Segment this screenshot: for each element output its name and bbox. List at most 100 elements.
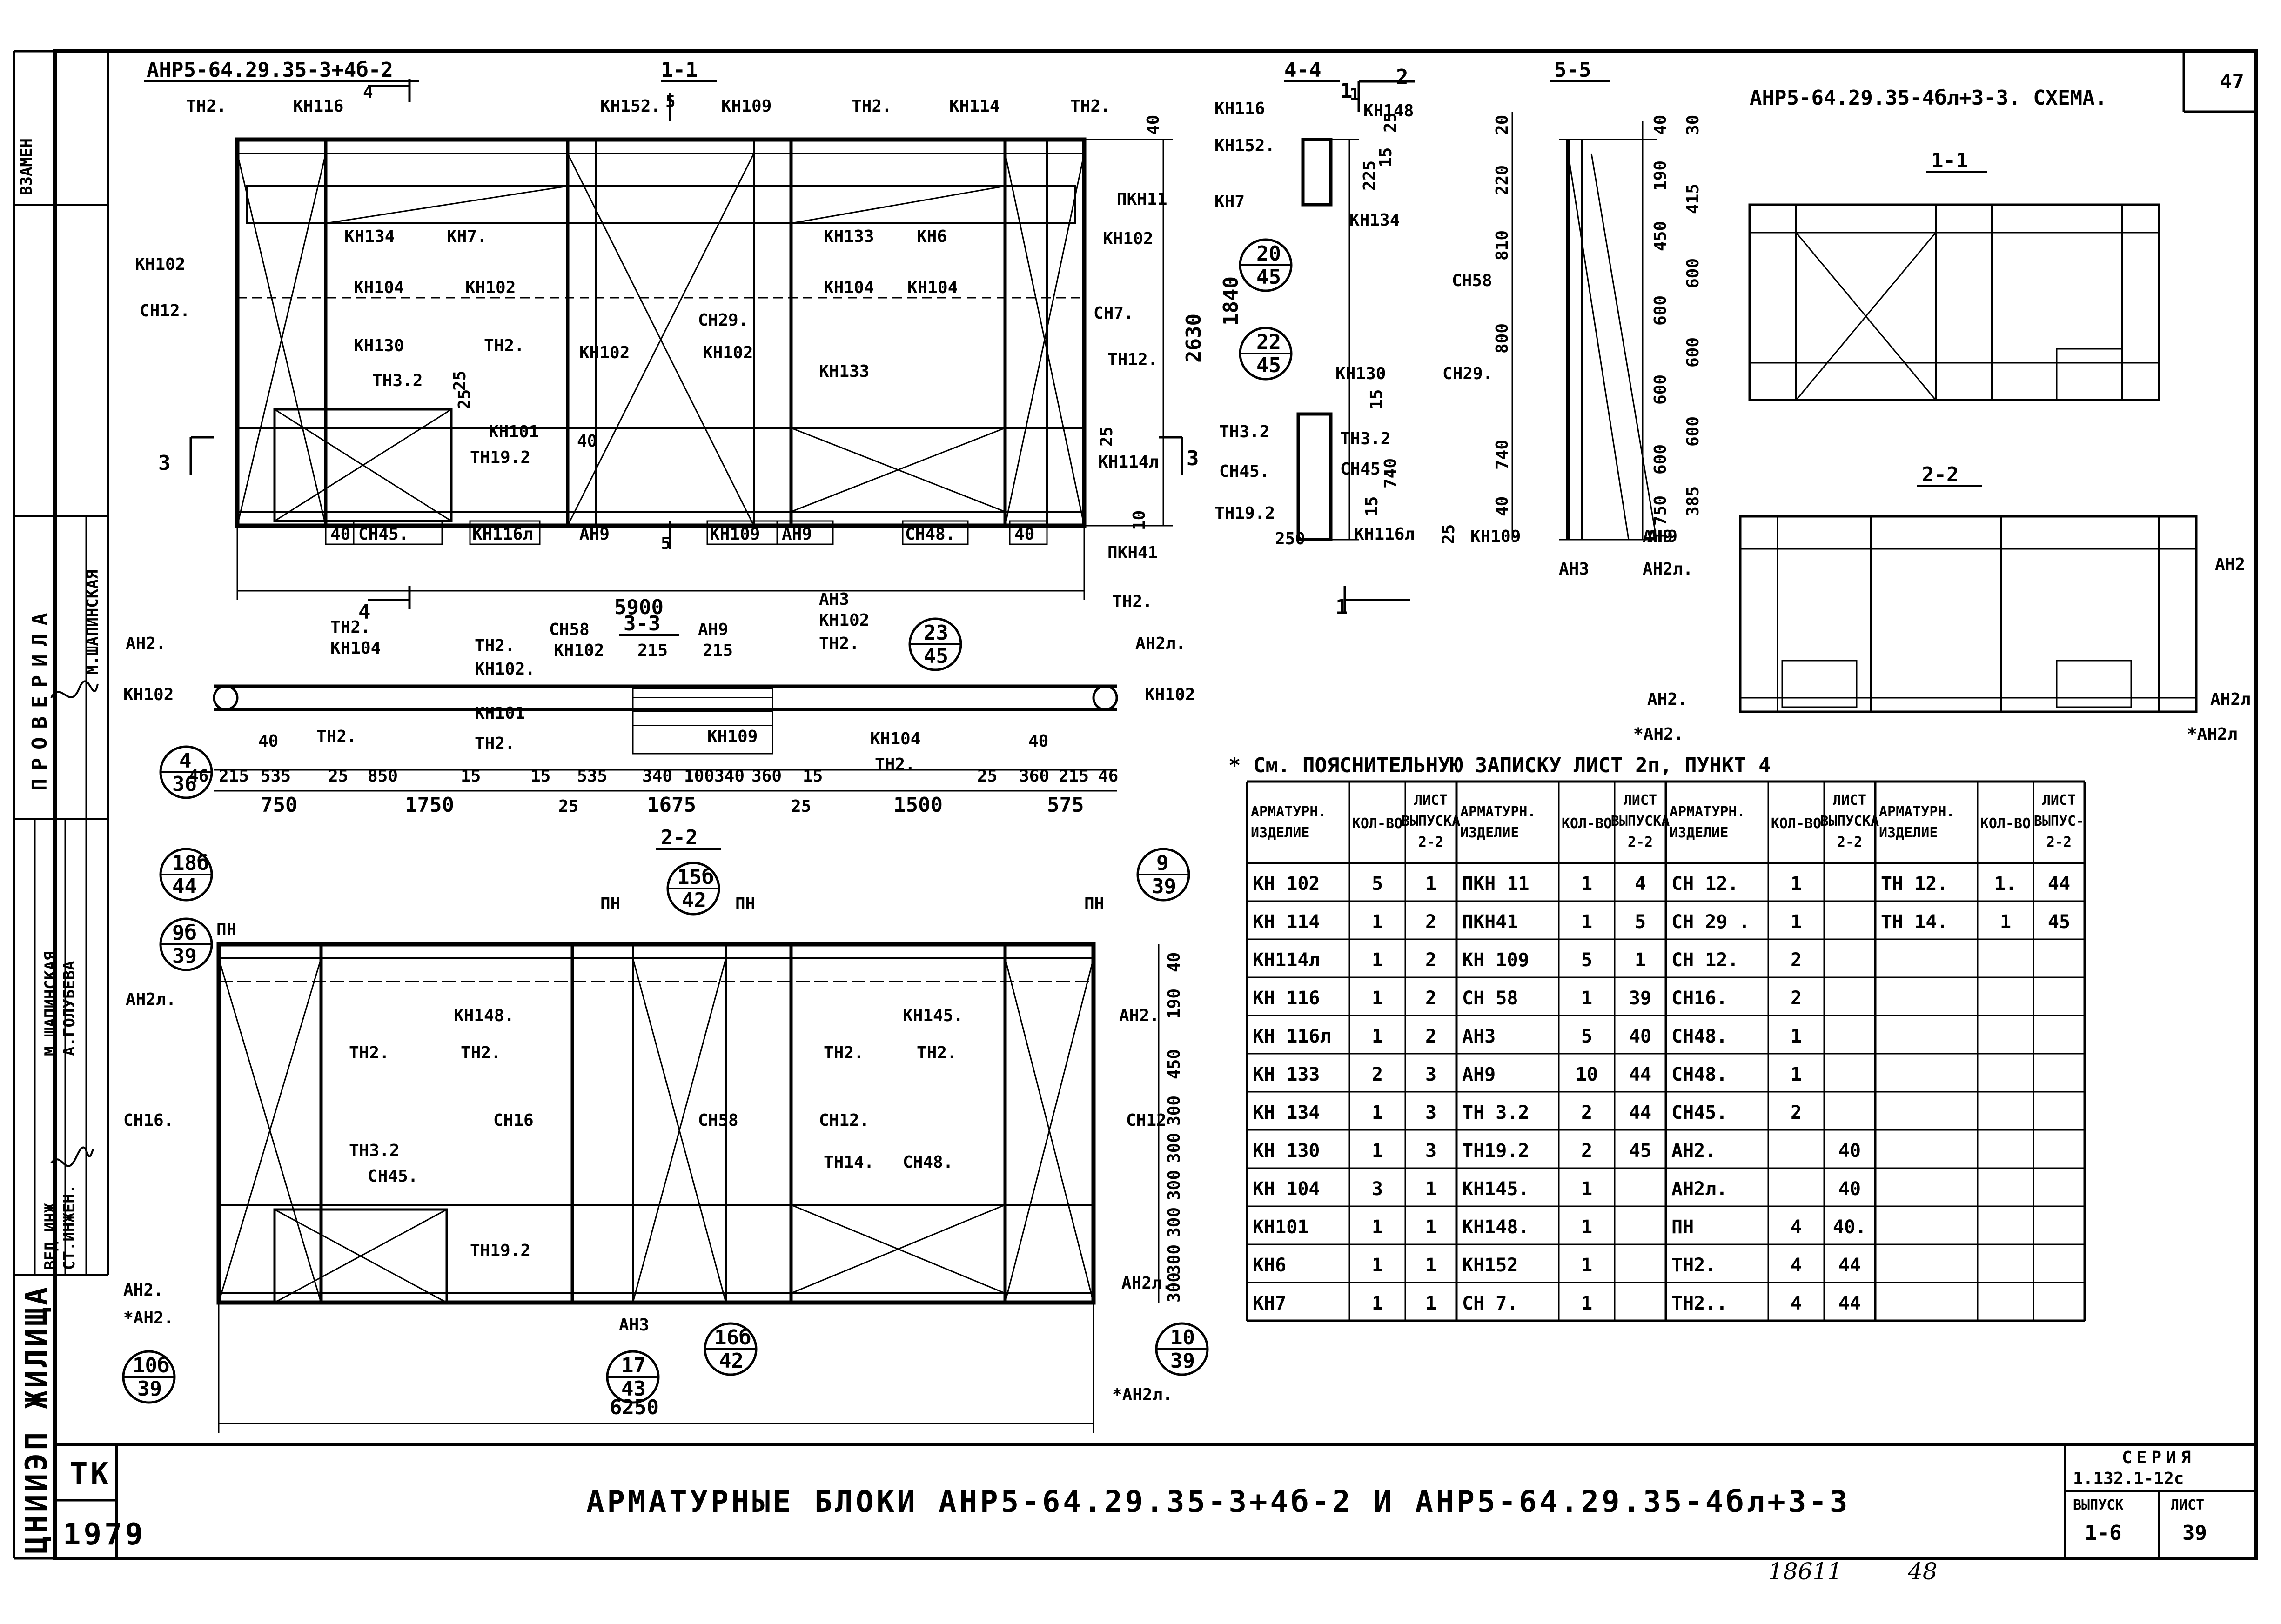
plan-dim-15-a: 15 — [461, 767, 481, 786]
schema-title: АНР5-64.29.35-4бл+3-3. СХЕМА. — [1750, 86, 2107, 110]
table-header-sheet-0: ЛИСТ — [1414, 792, 1448, 809]
plan-dim-46-b: 46 — [1098, 767, 1118, 786]
table-cell-qty-7-0: 1 — [1372, 1140, 1383, 1162]
table-cell-item-5-1: АН9 — [1462, 1064, 1496, 1085]
table-cell-qty-10-1: 1 — [1581, 1255, 1592, 1276]
table-cell-item-7-2: АН2. — [1671, 1140, 1716, 1162]
schema-an2l-star: *АН2л — [2187, 725, 2237, 744]
plan-dim-340-b: 340 — [714, 767, 745, 786]
table-cell-qty-10-2: 4 — [1791, 1255, 1802, 1276]
low-c1-top: 18б — [172, 851, 209, 875]
table-cell-sheet-2-1: 1 — [1635, 949, 1646, 971]
s55-dim-r2-600b: 600 — [1684, 337, 1703, 368]
s44-dim-15c: 15 — [1362, 496, 1382, 516]
table-cell-qty-7-1: 2 — [1581, 1140, 1592, 1162]
s44-dim-15: 15 — [1376, 147, 1395, 167]
table-cell-item-10-0: КН6 — [1253, 1255, 1286, 1276]
plan-dim-340-a: 340 — [642, 767, 672, 786]
stamp-role-1: ВЕД.ИНЖ. — [41, 1194, 60, 1270]
low-an3: АН3 — [619, 1316, 649, 1335]
table-cell-item-0-2: СН 12. — [1671, 873, 1739, 895]
table-cell-sheet-0-0: 1 — [1425, 873, 1436, 895]
section-4-4: 4-4 КН116 КН148 КН152. КН7 КН134 КН130 Т… — [1214, 58, 1458, 619]
table-cell-qty-11-0: 1 — [1372, 1293, 1383, 1314]
lbl-kn152: КН152. — [600, 97, 661, 116]
lbl-an9-a: АН9 — [579, 525, 610, 544]
table-header-qty-1: КОЛ-ВО — [1562, 815, 1612, 832]
low-dim-300e: 300 — [1165, 1244, 1184, 1275]
stamp-vzamen: ВЗАМЕН — [17, 138, 36, 195]
table-header-sheet2-0: ВЫПУСКА — [1402, 813, 1460, 829]
table-cell-sheet-10-0: 1 — [1425, 1255, 1436, 1276]
table-cell-qty-11-1: 1 — [1581, 1293, 1592, 1314]
table-header-sheet-1: ЛИСТ — [1624, 792, 1657, 809]
table-header-qty-3: КОЛ-ВО — [1980, 815, 2031, 832]
dim-40-c: 40 — [577, 432, 597, 451]
plan-ch58: СН58 — [549, 620, 590, 639]
s44-kn134: КН134 — [1349, 211, 1400, 230]
plan-kn102-b: КН102 — [554, 641, 604, 660]
lbl-th2-c: ТН2. — [1070, 97, 1111, 116]
table-cell-item-2-2: СН 12. — [1671, 949, 1739, 971]
lbl-kn133-mid: КН133 — [819, 362, 869, 381]
low-th32: ТН3.2 — [349, 1141, 399, 1160]
table-cell-qty-1-3: 1 — [2000, 911, 2011, 933]
table-cell-qty-5-2: 1 — [1791, 1064, 1802, 1085]
table-cell-qty-0-1: 1 — [1581, 873, 1592, 895]
lbl-kn134: КН134 — [344, 227, 395, 246]
table-cell-sheet-11-0: 1 — [1425, 1293, 1436, 1314]
plan-th2-d: ТН2. — [475, 734, 515, 753]
table-cell-sheet-7-2: 40 — [1838, 1140, 1861, 1162]
s55-dim-r-450: 450 — [1651, 221, 1670, 251]
table-cell-qty-9-0: 1 — [1372, 1216, 1383, 1238]
lbl-kn114: КН114 — [949, 97, 1000, 116]
lbl-kn102-right: КН102 — [1103, 229, 1153, 248]
sec-mark-5-top: 5 — [665, 92, 676, 111]
s44-dim-25: 25 — [1381, 113, 1400, 133]
plan-th2-g: ТН2. — [875, 755, 915, 774]
lbl-kn116l: КН116л — [472, 525, 533, 544]
s44-dim-25b: 25 — [1439, 524, 1458, 544]
s55-dim-r-750: 750 — [1651, 495, 1670, 526]
low-th14: ТН14. — [824, 1153, 874, 1172]
spec-table: АРМАТУРН.ИЗДЕЛИЕКОЛ-ВОЛИСТВЫПУСКА2-2АРМА… — [1246, 780, 2086, 1322]
table-cell-item-8-1: КН145. — [1462, 1178, 1530, 1200]
table-cell-sheet-0-1: 4 — [1635, 873, 1646, 895]
s55-dim-r2-30: 30 — [1684, 115, 1703, 135]
sec-mark-4-bottom: 4 — [358, 600, 371, 624]
table-cell-item-1-1: ПКН41 — [1462, 911, 1518, 933]
lbl-kn116: КН116 — [293, 97, 343, 116]
table-cell-sheet-10-2: 44 — [1838, 1255, 1861, 1276]
table-cell-qty-1-0: 1 — [1372, 911, 1383, 933]
table-header-item2-1: ИЗДЕЛИЕ — [1460, 825, 1519, 841]
table-cell-qty-9-2: 4 — [1791, 1216, 1802, 1238]
dim-2630: 2630 — [1182, 314, 1206, 363]
plan-dim-25-d: 25 — [791, 797, 811, 816]
low-th2-a: ТН2. — [349, 1043, 389, 1063]
lbl-kn109-top: КН109 — [721, 97, 772, 116]
low-an2l-top: АН2л. — [126, 990, 176, 1009]
issue-value: 1-6 — [2085, 1521, 2121, 1545]
plan-dim-535-b: 535 — [577, 767, 607, 786]
stamp-role-2: СТ.ИНЖЕН. — [60, 1184, 79, 1270]
lbl-th12: ТН12. — [1107, 350, 1158, 369]
signature-2 — [50, 1146, 94, 1167]
plan-dim-1675: 1675 — [647, 793, 696, 817]
s55-dim-r-600c: 600 — [1651, 444, 1670, 475]
stamp-name-1: М.ШАПИНСКАЯ — [41, 951, 60, 1056]
section-5-5: 5-5 СН58 СН29. КН109 АН3 АН9 20 220 810 … — [1442, 58, 1703, 579]
schema-1-1-label: 1-1 — [1931, 149, 1968, 173]
table-header-item2-0: ИЗДЕЛИЕ — [1251, 825, 1309, 841]
lbl-kn7: КН7. — [447, 227, 487, 246]
table-cell-item-9-1: КН148. — [1462, 1216, 1530, 1238]
table-cell-qty-3-2: 2 — [1791, 988, 1802, 1009]
table-cell-item-4-0: КН 116л — [1253, 1026, 1331, 1047]
low-ch16-left: СН16. — [123, 1111, 174, 1130]
elevation-top: АНР5-64.29.35-3+4б-2 1-1 — [135, 58, 1206, 624]
table-header-sheet2-3: ВЫПУС- — [2034, 813, 2084, 829]
s55-an3: АН3 — [1559, 560, 1589, 579]
sheet-label: ЛИСТ — [2171, 1497, 2204, 1513]
plan-dim-750: 750 — [261, 793, 297, 817]
low-an2l-star: *АН2л. — [1112, 1385, 1173, 1404]
table-cell-item-10-1: КН152 — [1462, 1255, 1518, 1276]
